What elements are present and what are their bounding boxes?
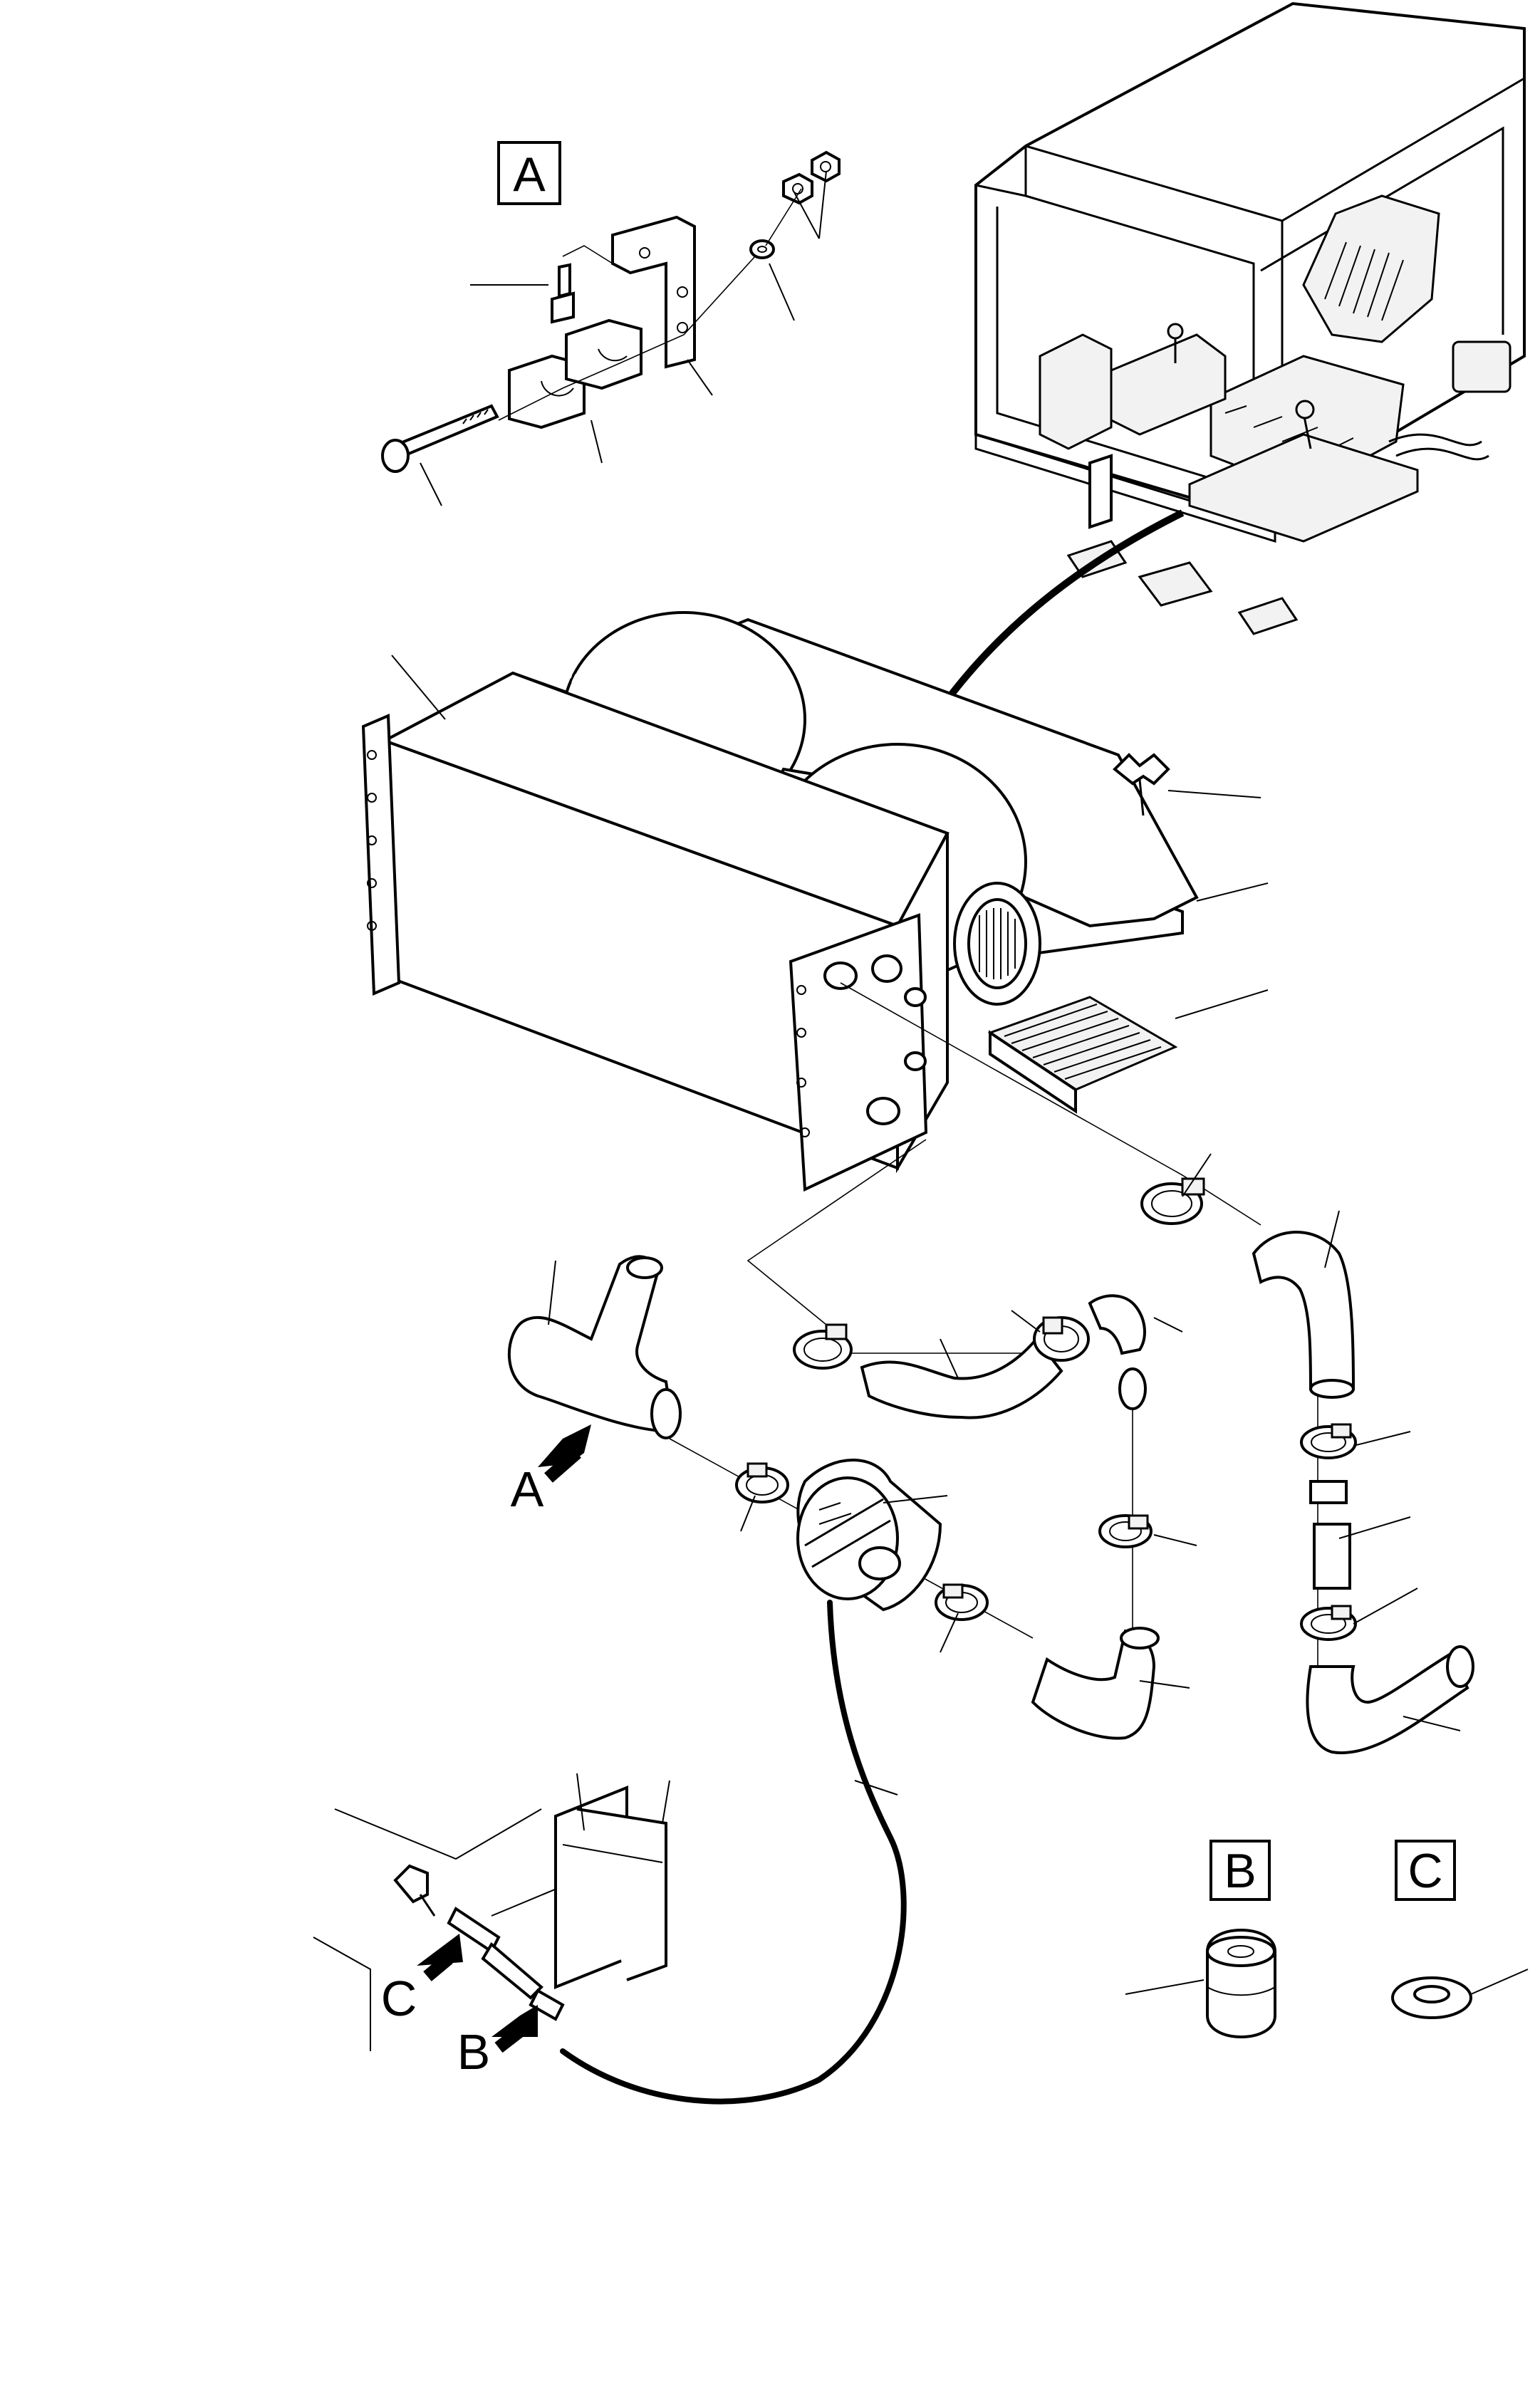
view-arrow-a-label: A xyxy=(511,1461,544,1517)
heater-unit xyxy=(361,611,1269,1192)
water-valve xyxy=(796,1459,942,1612)
detail-c: C xyxy=(1391,1840,1529,2019)
detail-c-label: C xyxy=(1408,1844,1442,1898)
detail-a-label: A xyxy=(513,147,546,202)
hose-clamp xyxy=(1033,1316,1090,1362)
mounting-bracket xyxy=(611,215,696,369)
short-bolt xyxy=(551,291,575,324)
mounting-screw xyxy=(393,1864,429,1904)
hose-elbow-right xyxy=(1252,1231,1356,1390)
location-arrow xyxy=(930,509,1185,721)
hose-clamp xyxy=(1098,1514,1153,1548)
hose-clamp xyxy=(735,1462,789,1503)
hose-j-shaped xyxy=(1306,1650,1469,1755)
detail-a-label-box xyxy=(497,141,561,205)
hose-clamp xyxy=(1140,1177,1205,1225)
hose-clamp xyxy=(935,1583,989,1621)
hose-clamp xyxy=(1300,1423,1357,1459)
hose-straight-short xyxy=(1313,1523,1351,1590)
control-cable xyxy=(560,1600,907,2105)
view-arrow-b-label: B xyxy=(457,2024,491,2080)
hose-clamp xyxy=(1300,1605,1357,1641)
washer xyxy=(749,239,775,259)
wing-screw xyxy=(1113,753,1170,786)
hose-l-shaped xyxy=(507,1255,675,1434)
hose-assembly xyxy=(507,982,1474,2105)
detail-a-assembly: A xyxy=(381,141,841,506)
nut xyxy=(811,150,841,183)
hose-connector xyxy=(1309,1480,1348,1504)
hose-clamp xyxy=(793,1323,853,1370)
detail-b-label-box xyxy=(1209,1840,1271,1901)
cable-end-mount xyxy=(313,1773,670,2051)
nut xyxy=(782,172,813,205)
air-filter xyxy=(987,996,1178,1091)
view-arrow-c-label: C xyxy=(381,1971,417,2026)
long-bolt xyxy=(393,404,499,459)
detail-c-label-box xyxy=(1395,1840,1456,1901)
view-arrow-a: A xyxy=(511,1424,591,1517)
operator-cab xyxy=(926,1,1526,734)
operator-seat xyxy=(1302,194,1440,343)
detail-b-label: B xyxy=(1224,1844,1256,1898)
hose-elbow-small xyxy=(1088,1294,1146,1355)
hose-elbow-bottom xyxy=(1031,1629,1156,1740)
hose-curved xyxy=(860,1336,1063,1419)
view-arrow-b: B xyxy=(457,2005,538,2080)
view-arrow-c: C xyxy=(381,1934,463,2026)
detail-b: B xyxy=(1125,1840,1276,2038)
